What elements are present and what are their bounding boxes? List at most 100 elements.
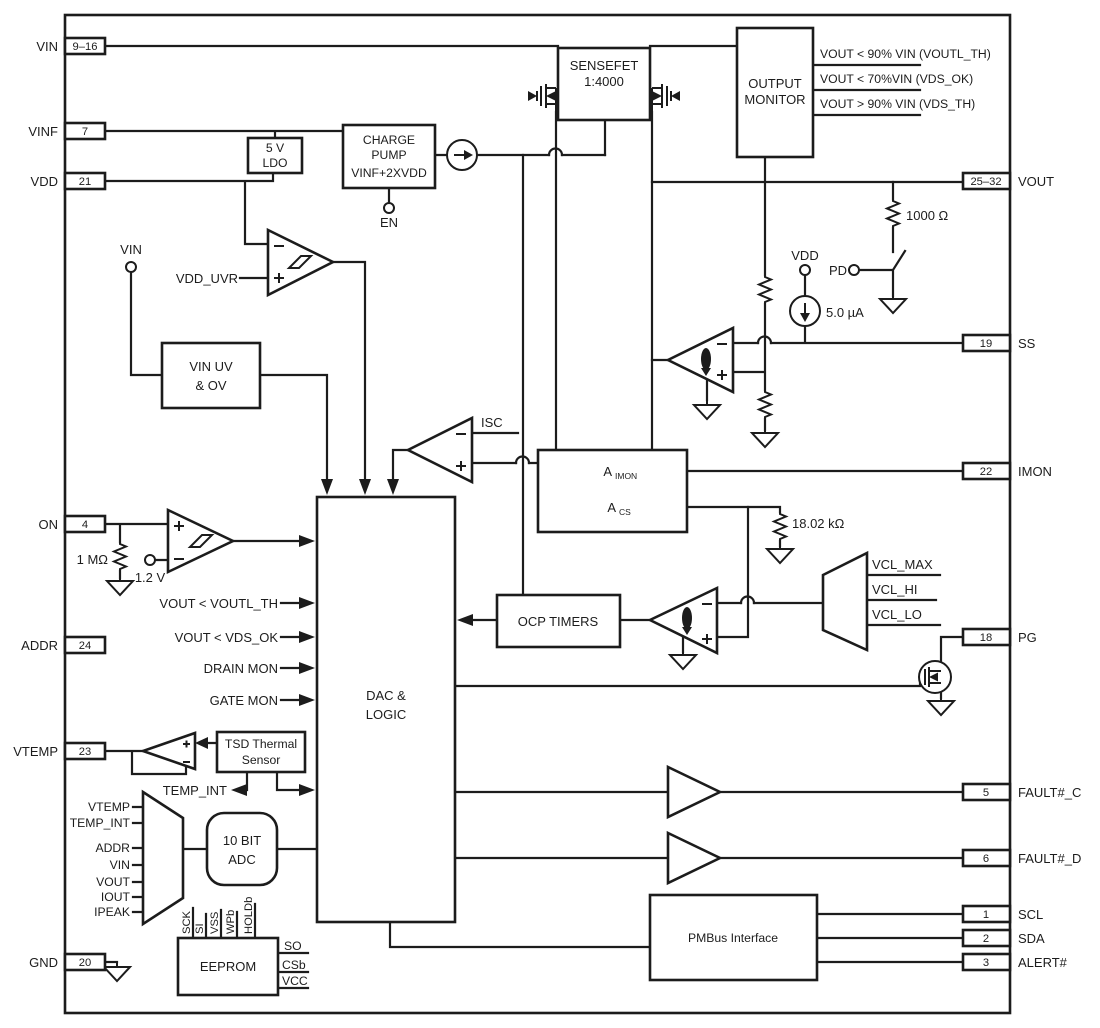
pin-number: 19: [980, 338, 992, 350]
pmbus-block: [648, 893, 819, 982]
pin-box: [63, 741, 107, 761]
pin-label: SS: [1018, 336, 1036, 351]
eeprom-pin-holdb: HOLDb: [243, 897, 255, 934]
pin-label: FAULT#_D: [1018, 851, 1081, 866]
vcl-max-label: VCL_MAX: [872, 557, 933, 572]
pd-label: PD: [829, 263, 847, 278]
r1000-label: 1000 Ω: [906, 208, 949, 223]
pin-label: VIN: [36, 39, 58, 54]
left-pins: VIN 9–16 VINF 7 VDD 21 ON 4 ADDR 24 VTEM…: [13, 36, 107, 972]
ocp-timers-block: [495, 593, 622, 649]
pin-alert: 3 ALERT#: [961, 952, 1068, 972]
pin-label: PG: [1018, 630, 1037, 645]
v12-label: 1.2 V: [135, 570, 166, 585]
tsd-label: TSD Thermal: [225, 737, 297, 751]
comparators: [139, 227, 735, 886]
ldo-label: LDO: [262, 156, 287, 170]
pin-vin: VIN 9–16: [36, 36, 107, 56]
dac-in-gate-mon: GATE MON: [210, 693, 278, 708]
adc-in-temp-int: TEMP_INT: [70, 816, 131, 830]
pin-box: [961, 928, 1012, 948]
dac-logic-label: LOGIC: [366, 707, 406, 722]
vin-terminal: [125, 261, 137, 273]
i5ua-label: 5.0 µA: [826, 305, 864, 320]
pin-vdd: VDD 21: [31, 171, 107, 191]
right-pins: 25–32 VOUT 19 SS 22 IMON 18 PG 5 FAULT#_…: [961, 171, 1081, 972]
pin-addr: ADDR 24: [21, 635, 107, 655]
pin-number: 5: [983, 787, 989, 799]
dac-in-vds-ok: VOUT < VDS_OK: [175, 630, 279, 645]
pin-ss: 19 SS: [961, 333, 1036, 353]
r1802-label: 18.02 kΩ: [792, 516, 845, 531]
eeprom-block: [176, 936, 280, 997]
eeprom-pin-csb: CSb: [282, 958, 306, 972]
sensefet-left-mosfet-icon: [528, 84, 557, 112]
pin-fault-d: 6 FAULT#_D: [961, 848, 1081, 868]
sensefet-ratio: 1:4000: [584, 74, 624, 89]
pin-number: 23: [79, 746, 91, 758]
tsd-label: Sensor: [242, 753, 281, 767]
pin-sda: 2 SDA: [961, 928, 1045, 948]
adc-input-mux: [141, 789, 185, 927]
threshold-voutl-th: VOUT < 90% VIN (VOUTL_TH): [820, 47, 991, 61]
adc-block: [205, 811, 279, 887]
pin-number: 24: [79, 640, 91, 652]
en-label: EN: [380, 215, 398, 230]
pin-number: 20: [79, 957, 91, 969]
pin-label: FAULT#_C: [1018, 785, 1081, 800]
threshold-vds-ok: VOUT < 70%VIN (VDS_OK): [820, 72, 973, 86]
pin-on: ON 4: [39, 514, 107, 534]
labels: VOUT < 90% VIN (VOUTL_TH) VOUT < 70%VIN …: [70, 47, 991, 988]
pin-number: 21: [79, 176, 91, 188]
ref-1v2-terminal: [144, 554, 156, 566]
vcl-lo-label: VCL_LO: [872, 607, 922, 622]
pin-number: 2: [983, 933, 989, 945]
dac-in-voutl-th: VOUT < VOUTL_TH: [159, 596, 278, 611]
pin-number: 22: [980, 466, 992, 478]
pin-box: [961, 627, 1012, 647]
pin-number: 1: [983, 909, 989, 921]
pin-box: [961, 848, 1012, 868]
pin-label: ALERT#: [1018, 955, 1068, 970]
vdd-terminal: [799, 264, 811, 276]
dac-logic-label: DAC &: [366, 688, 406, 703]
pin-box: [961, 782, 1012, 802]
pin-label: VTEMP: [13, 744, 58, 759]
adc-label: 10 BIT: [223, 833, 261, 848]
sensefet-block: [556, 46, 652, 122]
blocks: SENSEFET 1:4000 OUTPUT MONITOR CHARGE PU…: [141, 26, 869, 997]
adc-in-ipeak: IPEAK: [94, 905, 130, 919]
pin-number: 6: [983, 853, 989, 865]
pin-label: VDD: [31, 174, 58, 189]
vcl-mux: [821, 550, 869, 653]
charge-pump-formula: VINF+2XVDD: [351, 166, 427, 180]
pin-label: VOUT: [1018, 174, 1054, 189]
charge-pump-current-source-icon: [446, 139, 478, 171]
terminals: [125, 202, 860, 566]
output-monitor-label: OUTPUT: [748, 76, 802, 91]
vdd-uvr-label: VDD_UVR: [176, 271, 238, 286]
sensefet-label: SENSEFET: [570, 58, 639, 73]
soft-start-current-source-icon: [789, 295, 821, 327]
vtemp-buffer-icon: [139, 731, 197, 771]
soft-start-amplifier-icon: [665, 325, 735, 395]
vin-uv-ov-label: VIN UV: [189, 359, 233, 374]
ldo-label: 5 V: [266, 141, 285, 155]
pin-box: [63, 952, 107, 972]
pin-label: ON: [39, 517, 59, 532]
temp-int-label: TEMP_INT: [163, 783, 227, 798]
adc-in-vout: VOUT: [96, 875, 130, 889]
wires: [103, 44, 965, 990]
vin-uv-ov-block: [160, 341, 262, 410]
pin-vtemp: VTEMP 23: [13, 741, 107, 761]
pin-label: SDA: [1018, 931, 1045, 946]
vdd-terminal-label: VDD: [791, 248, 818, 263]
threshold-vds-th: VOUT > 90% VIN (VDS_TH): [820, 97, 975, 111]
dac-logic-block: [315, 495, 457, 924]
adc-in-vin: VIN: [110, 858, 130, 872]
pin-gnd: GND 20: [29, 952, 107, 972]
vin-terminal-label: VIN: [120, 242, 142, 257]
pin-box: [63, 36, 107, 56]
pin-label: ADDR: [21, 638, 58, 653]
